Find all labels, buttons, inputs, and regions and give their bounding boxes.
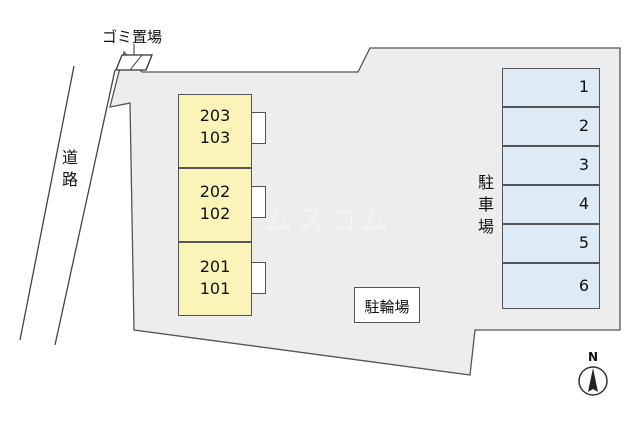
parking-space: 6 xyxy=(502,263,600,309)
road-line-right xyxy=(54,69,116,346)
unit-lower-number: 101 xyxy=(199,279,231,298)
parking-space-number: 1 xyxy=(578,77,589,96)
unit-lower-number: 102 xyxy=(199,204,231,223)
parking-space: 5 xyxy=(502,224,600,263)
garbage-area xyxy=(115,54,153,71)
unit-porch xyxy=(252,112,266,144)
garbage-hatch xyxy=(129,54,143,71)
parking-label-text: 駐車場 xyxy=(478,173,495,236)
unit-upper-number: 203 xyxy=(199,106,231,125)
unit-block-203-103: 203 103 xyxy=(178,94,252,168)
parking-space: 1 xyxy=(502,68,600,107)
unit-porch xyxy=(252,262,266,294)
unit-upper-number: 202 xyxy=(199,182,231,201)
road-line-left xyxy=(19,65,75,341)
bicycle-parking-label: 駐輪場 xyxy=(364,298,410,316)
unit-lower-number: 103 xyxy=(199,128,231,147)
unit-upper-number: 201 xyxy=(199,257,231,276)
parking-space-number: 2 xyxy=(578,116,589,135)
road-label-text: 道路 xyxy=(62,148,79,189)
parking-space-number: 3 xyxy=(578,155,589,174)
parking-space: 3 xyxy=(502,146,600,185)
unit-porch xyxy=(252,186,266,218)
parking-label: 駐車場 xyxy=(478,172,498,238)
parking-space-number: 4 xyxy=(578,194,589,213)
bicycle-parking: 駐輪場 xyxy=(354,287,420,323)
parking-space-number: 5 xyxy=(578,233,589,252)
parking-space: 2 xyxy=(502,107,600,146)
parking-space-number: 6 xyxy=(578,276,589,295)
road-label: 道路 xyxy=(62,147,82,191)
north-label: N xyxy=(588,350,599,364)
garbage-area-label: ゴミ置場 xyxy=(102,28,163,46)
parking-space: 4 xyxy=(502,185,600,224)
unit-block-201-101: 201 101 xyxy=(178,242,252,316)
unit-block-202-102: 202 102 xyxy=(178,168,252,242)
compass-needle-icon xyxy=(588,368,598,392)
